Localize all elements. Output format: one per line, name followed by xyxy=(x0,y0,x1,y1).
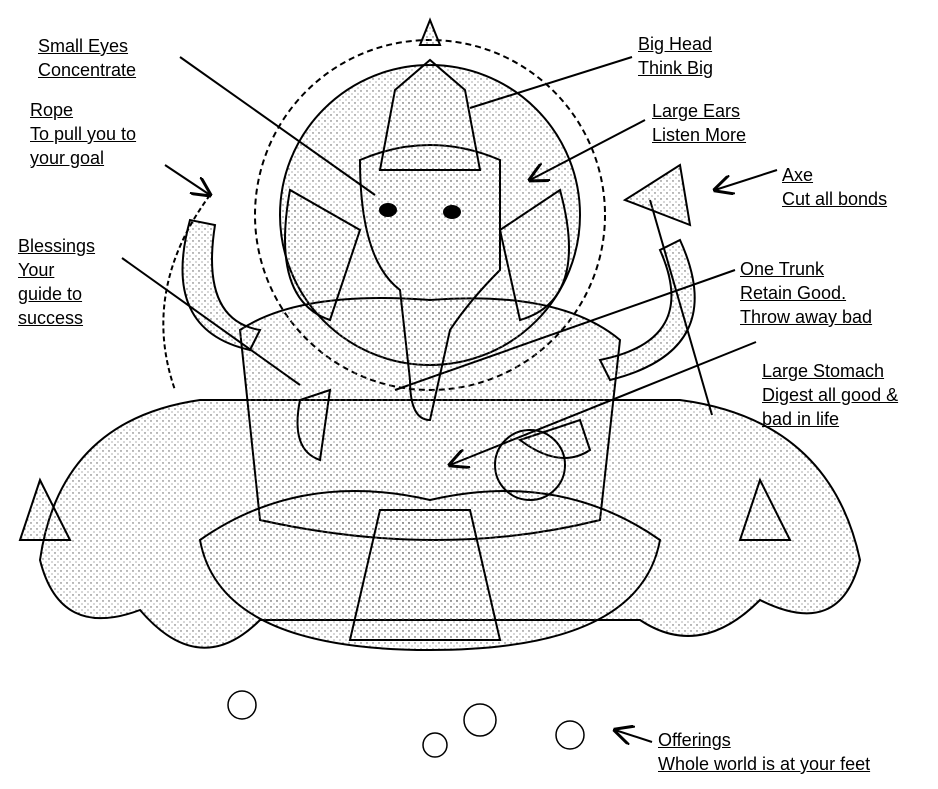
axe xyxy=(622,163,713,416)
pointer-large-stomach xyxy=(450,341,757,465)
label-meaning: Your xyxy=(18,260,55,280)
pointer-big-head xyxy=(469,56,633,109)
label-small-eyes: Small Eyes Concentrate xyxy=(38,34,136,82)
label-title: Big Head xyxy=(638,34,713,54)
label-meaning: your goal xyxy=(30,148,105,168)
pointer-large-ears xyxy=(530,119,646,180)
label-offerings: Offerings Whole world is at your feet xyxy=(658,728,870,776)
label-meaning: Whole world is at your feet xyxy=(658,754,871,774)
label-meaning: To pull you to xyxy=(30,124,137,144)
label-title: Blessings xyxy=(18,236,96,256)
pointer-small-eyes xyxy=(179,56,376,196)
label-large-ears: Large Ears Listen More xyxy=(652,99,746,147)
flowers xyxy=(227,690,585,758)
label-meaning: Digest all good & xyxy=(762,385,899,405)
pot xyxy=(494,429,566,501)
label-title: Small Eyes xyxy=(38,36,129,56)
pointer-one-trunk xyxy=(394,269,736,391)
pointer-blessings xyxy=(121,257,301,386)
label-title: Offerings xyxy=(658,730,731,750)
label-big-head: Big Head Think Big xyxy=(638,32,713,80)
label-meaning: Think Big xyxy=(638,58,714,78)
label-meaning: Cut all bonds xyxy=(782,189,888,209)
label-meaning: bad in life xyxy=(762,409,840,429)
pointer-offerings xyxy=(615,730,653,742)
label-meaning: Retain Good. xyxy=(740,283,847,303)
label-one-trunk: One Trunk Retain Good. Throw away bad xyxy=(740,257,872,329)
label-rope: Rope To pull you to your goal xyxy=(30,98,136,170)
label-title: Large Stomach xyxy=(762,361,885,381)
label-axe: Axe Cut all bonds xyxy=(782,163,887,211)
annotation-pointers xyxy=(121,56,778,742)
label-title: Large Ears xyxy=(652,101,741,121)
pointer-rope xyxy=(164,164,210,195)
label-meaning: Throw away bad xyxy=(740,307,873,327)
label-meaning: Listen More xyxy=(652,125,747,145)
label-meaning: guide to xyxy=(18,284,83,304)
head xyxy=(284,17,570,422)
label-meaning: Concentrate xyxy=(38,60,137,80)
label-large-stomach: Large Stomach Digest all good & bad in l… xyxy=(762,359,898,431)
label-title: Rope xyxy=(30,100,74,120)
label-title: One Trunk xyxy=(740,259,825,279)
pointer-axe xyxy=(715,169,778,190)
label-meaning: success xyxy=(18,308,84,328)
label-title: Axe xyxy=(782,165,814,185)
rope-beads xyxy=(162,194,211,391)
label-blessings: Blessings Your guide to success xyxy=(18,234,95,330)
